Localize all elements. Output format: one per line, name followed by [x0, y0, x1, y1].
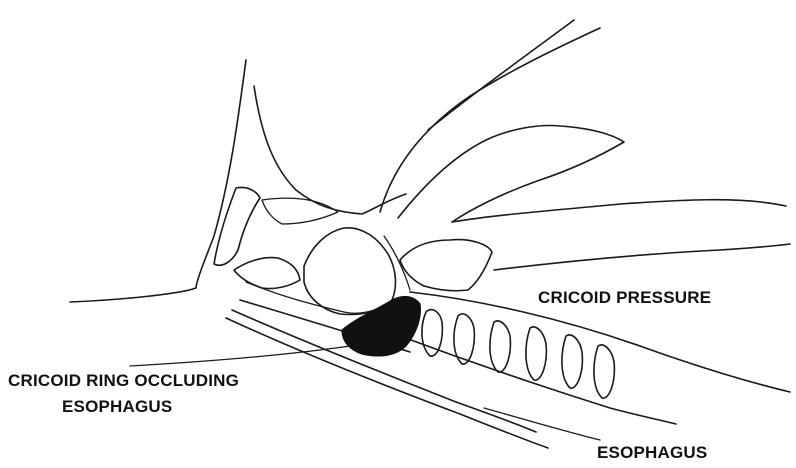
- head-contour: [254, 86, 406, 214]
- hand-back: [452, 200, 786, 222]
- tracheal-ring: [562, 335, 582, 388]
- tracheal-ring: [594, 345, 614, 398]
- neck-skin-lower: [494, 244, 790, 270]
- fingertip: [400, 240, 492, 291]
- leader-ring: [130, 346, 350, 366]
- esophagus-tail: [484, 408, 600, 440]
- tracheal-ring: [526, 327, 546, 380]
- cricoid-ring-occluding: [342, 297, 420, 356]
- tracheal-ring: [422, 310, 442, 357]
- label-cricoid-ring-line2: ESOPHAGUS: [62, 397, 172, 417]
- label-cricoid-pressure: CRICOID PRESSURE: [538, 288, 711, 308]
- finger-upper: [428, 20, 574, 130]
- label-esophagus: ESOPHAGUS: [597, 443, 707, 463]
- tracheal-ring: [490, 321, 510, 372]
- label-cricoid-ring-line1: CRICOID RING OCCLUDING: [8, 371, 239, 391]
- tracheal-ring: [454, 314, 474, 364]
- larynx-mass: [304, 228, 395, 315]
- epiglottis: [234, 258, 300, 289]
- tongue: [214, 187, 260, 265]
- finger-back: [380, 28, 600, 212]
- palate: [262, 198, 338, 224]
- finger-inner: [384, 236, 410, 290]
